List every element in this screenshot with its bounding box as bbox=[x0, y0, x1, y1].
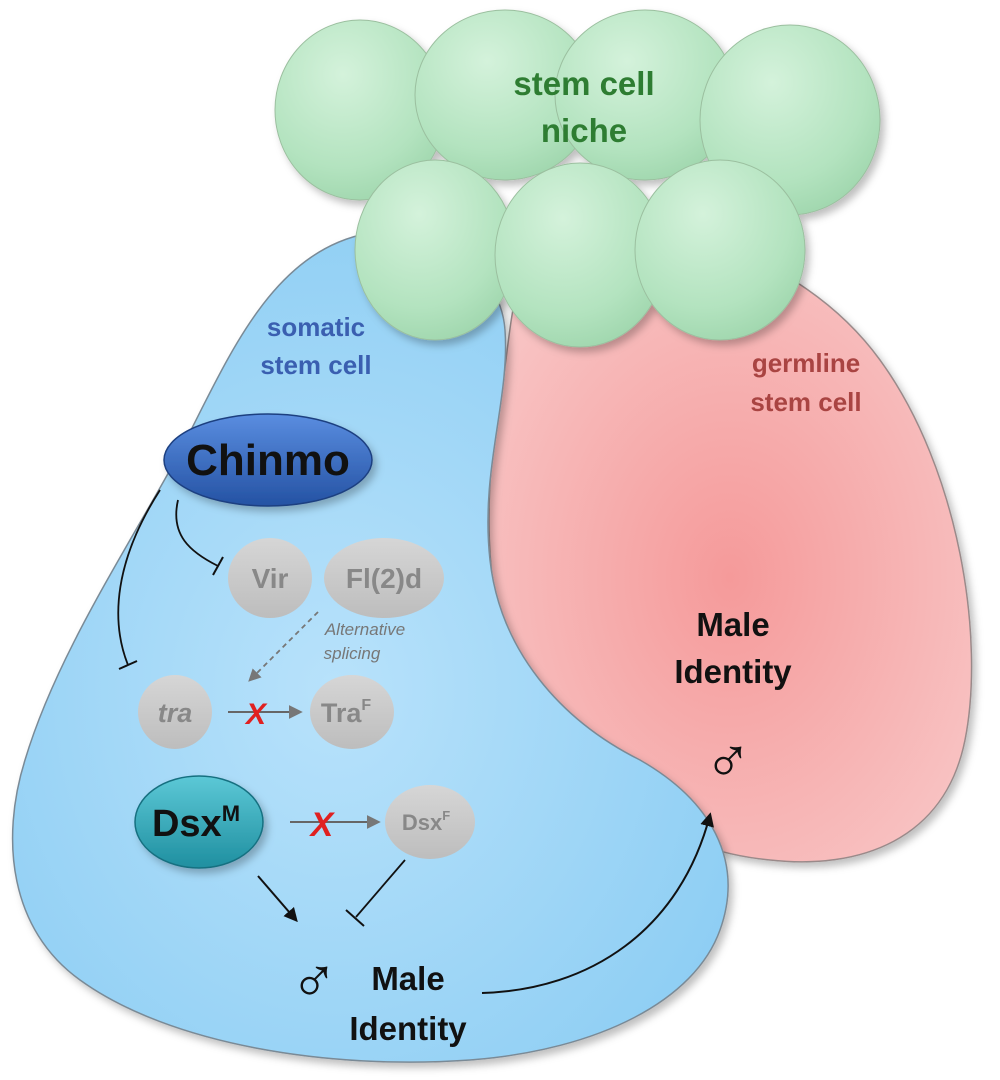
dsx-m-label: DsxM bbox=[152, 801, 240, 845]
niche-cell bbox=[634, 159, 806, 341]
chinmo-inhibits-tra-bar bbox=[118, 660, 138, 670]
dsxf-inhibits-male-line bbox=[355, 859, 406, 918]
germline-label-line1: germline bbox=[752, 348, 860, 378]
niche-label-line1: stem cell bbox=[513, 65, 654, 102]
somatic-to-germline-arrow bbox=[481, 812, 714, 994]
alt-splicing-arrow bbox=[248, 611, 319, 682]
vir-node bbox=[228, 538, 312, 618]
stem-cell-niche-cluster bbox=[274, 9, 881, 348]
tra-f-label: TraF bbox=[321, 697, 372, 728]
tra-label: tra bbox=[158, 698, 193, 728]
somatic-outcome-line1: Male bbox=[371, 960, 444, 997]
dsx-m-text: Dsx bbox=[152, 803, 222, 845]
niche-cell bbox=[354, 159, 516, 341]
tra-block-mark: X bbox=[244, 698, 268, 731]
dsx-f-node bbox=[385, 785, 475, 859]
niche-label-line2: niche bbox=[541, 112, 627, 149]
dsx-f-superscript: F bbox=[442, 808, 450, 823]
dsxf-inhibits-male-bar bbox=[345, 909, 365, 927]
germline-outcome-line1: Male bbox=[696, 606, 769, 643]
fl2d-label: Fl(2)d bbox=[346, 563, 422, 594]
dsx-f-text: Dsx bbox=[402, 810, 443, 835]
fl2d-node bbox=[324, 538, 444, 618]
somatic-label-line2: stem cell bbox=[260, 350, 371, 380]
alt-splicing-line2: splicing bbox=[324, 644, 381, 663]
vir-label: Vir bbox=[252, 563, 289, 594]
alt-splicing-line1: Alternative bbox=[324, 620, 405, 639]
chinmo-inhibits-vir-arrow bbox=[175, 499, 219, 567]
somatic-outcome-line2: Identity bbox=[349, 1010, 467, 1047]
chinmo-inhibits-tra-arrow bbox=[117, 489, 161, 666]
chinmo-inhibits-vir-bar bbox=[212, 556, 224, 576]
chinmo-node bbox=[163, 413, 373, 507]
somatic-male-symbol: ♂ bbox=[290, 942, 338, 1014]
dsx-m-superscript: M bbox=[222, 801, 240, 826]
germline-outcome-line2: Identity bbox=[674, 653, 792, 690]
dsxm-promotes-male-arrow bbox=[257, 875, 298, 923]
dsx-block-mark: X bbox=[309, 806, 336, 844]
tra-f-node bbox=[310, 675, 394, 749]
tra-node bbox=[138, 675, 212, 749]
somatic-label-line1: somatic bbox=[267, 312, 365, 342]
germline-male-symbol: ♂ bbox=[704, 722, 752, 794]
chinmo-label: Chinmo bbox=[186, 436, 350, 485]
tra-f-superscript: F bbox=[361, 697, 371, 714]
tra-f-text: Tra bbox=[321, 698, 363, 728]
dsx-f-label: DsxF bbox=[402, 808, 450, 835]
dsx-m-node bbox=[134, 775, 264, 869]
germline-label-line2: stem cell bbox=[750, 387, 861, 417]
